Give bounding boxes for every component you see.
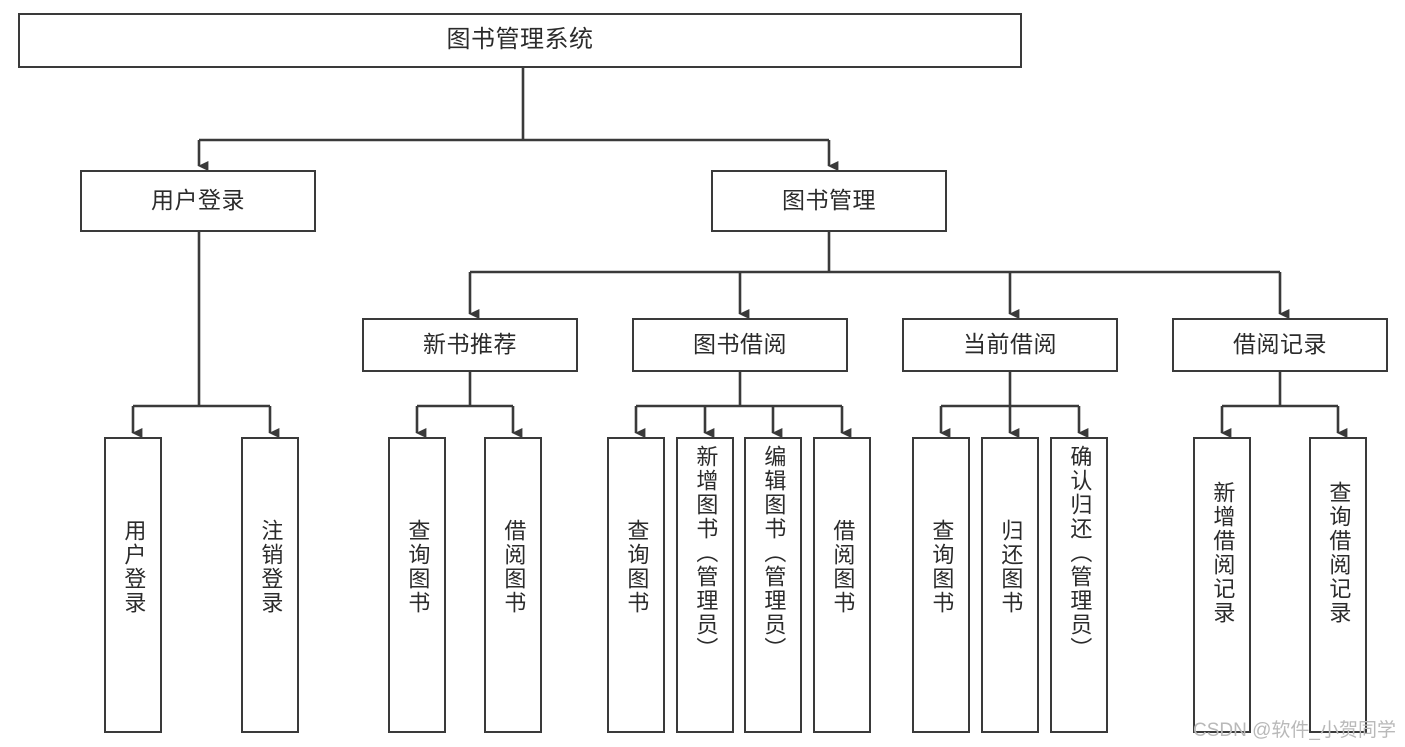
node-borrow-record[interactable]: 借阅记录 bbox=[1172, 318, 1388, 372]
node-book-management[interactable]: 图书管理 bbox=[711, 170, 947, 232]
leaf-current-confirm-return-admin[interactable]: 确认归还（管理员） bbox=[1050, 437, 1108, 733]
node-label: 查询图书 bbox=[929, 519, 955, 615]
node-root-book-management-system[interactable]: 图书管理系统 bbox=[18, 13, 1022, 68]
node-label: 查询图书 bbox=[405, 519, 431, 615]
node-label: 借阅图书 bbox=[501, 519, 527, 615]
node-label: 确认归还（管理员） bbox=[1067, 445, 1093, 661]
node-label: 查询图书 bbox=[624, 519, 650, 615]
leaf-user-login[interactable]: 用户登录 bbox=[104, 437, 162, 733]
leaf-recommend-borrow-book[interactable]: 借阅图书 bbox=[484, 437, 542, 733]
node-label: 用户登录 bbox=[151, 187, 245, 214]
leaf-borrow-add-book-admin[interactable]: 新增图书（管理员） bbox=[676, 437, 734, 733]
leaf-record-add-borrow-record[interactable]: 新增借阅记录 bbox=[1193, 437, 1251, 733]
leaf-user-logout[interactable]: 注销登录 bbox=[241, 437, 299, 733]
node-label: 图书借阅 bbox=[693, 331, 787, 358]
node-label: 编辑图书（管理员） bbox=[761, 445, 787, 661]
node-label: 归还图书 bbox=[998, 519, 1024, 615]
node-label: 注销登录 bbox=[258, 519, 284, 615]
node-label: 新增图书（管理员） bbox=[693, 445, 719, 661]
watermark-text: CSDN @软件_小贺同学 bbox=[1193, 720, 1396, 741]
node-label: 图书管理 bbox=[782, 187, 876, 214]
node-label: 图书管理系统 bbox=[446, 26, 594, 54]
leaf-recommend-query-book[interactable]: 查询图书 bbox=[388, 437, 446, 733]
node-label: 借阅记录 bbox=[1233, 331, 1327, 358]
node-label: 新增借阅记录 bbox=[1210, 481, 1236, 625]
node-new-book-recommend[interactable]: 新书推荐 bbox=[362, 318, 578, 372]
node-label: 新书推荐 bbox=[423, 331, 517, 358]
leaf-current-query-book[interactable]: 查询图书 bbox=[912, 437, 970, 733]
node-label: 借阅图书 bbox=[830, 519, 856, 615]
leaf-borrow-query-book[interactable]: 查询图书 bbox=[607, 437, 665, 733]
leaf-borrow-borrow-book[interactable]: 借阅图书 bbox=[813, 437, 871, 733]
leaf-borrow-edit-book-admin[interactable]: 编辑图书（管理员） bbox=[744, 437, 802, 733]
leaf-current-return-book[interactable]: 归还图书 bbox=[981, 437, 1039, 733]
leaf-record-query-borrow-record[interactable]: 查询借阅记录 bbox=[1309, 437, 1367, 733]
node-label: 当前借阅 bbox=[963, 331, 1057, 358]
node-label: 查询借阅记录 bbox=[1326, 481, 1352, 625]
node-user-login[interactable]: 用户登录 bbox=[80, 170, 316, 232]
node-book-borrow[interactable]: 图书借阅 bbox=[632, 318, 848, 372]
node-current-borrow[interactable]: 当前借阅 bbox=[902, 318, 1118, 372]
node-label: 用户登录 bbox=[121, 519, 147, 615]
